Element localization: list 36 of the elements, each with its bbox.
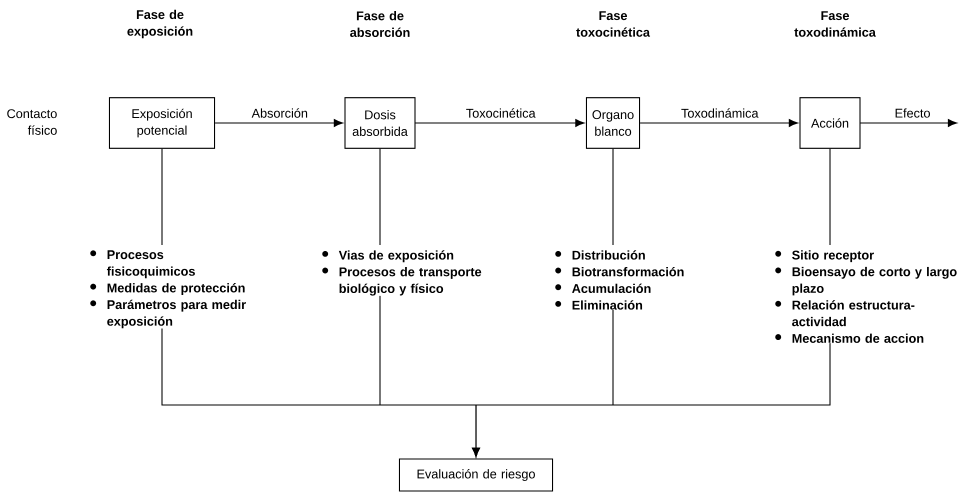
arrow: [640, 119, 798, 127]
process-box: Organo blanco: [586, 97, 640, 149]
edge-label: Efecto: [893, 107, 932, 119]
bullet-list: Sitio receptor Bioensayo de corto y largo plazo Relación estructura-actividad Mecanismo de accion: [775, 250, 957, 343]
node-label: Bioensayo de corto y largo plazo: [792, 266, 957, 296]
bullet-list: Procesos fisicoquimicos Medidas de protección Parámetros para medir exposición: [90, 250, 246, 328]
node-label: Mecanismo de accion: [792, 334, 924, 343]
edge-label: Absorción: [250, 106, 310, 120]
node-label: Vias de exposición: [338, 250, 454, 262]
arrow: [416, 119, 584, 127]
input-label: Contacto físico: [7, 109, 57, 135]
edge-label: Toxodinámica: [680, 106, 760, 120]
node-label: Procesos fisicoquimicos: [106, 250, 195, 278]
node-label: Medidas de protección: [108, 283, 245, 295]
phase-heading: Fase de absorción: [350, 11, 410, 37]
process-box: Evaluación de riesgo: [398, 458, 554, 492]
phase-heading: Fase de exposición: [127, 10, 192, 38]
arrow: [472, 343, 831, 457]
node-label: Eliminación: [572, 300, 642, 310]
process-box: Dosis absorbida: [344, 97, 416, 149]
phase-heading: Fase toxocinética: [576, 11, 650, 37]
edge-label: Toxocinética: [464, 106, 537, 120]
bullet-list: Distribución Biotransformación Acumulación Eliminación: [555, 250, 684, 310]
node-label: Procesos de transporte biológico y físico: [340, 267, 482, 296]
arrow: [860, 119, 958, 127]
process-box: Exposición potencial: [108, 97, 216, 149]
process-box: Acción: [799, 97, 861, 149]
node-label: Sitio receptor: [792, 250, 874, 262]
node-label: Acumulación: [572, 284, 650, 294]
node-label: Parámetros para medir exposición: [107, 300, 246, 328]
node-label: Biotransformación: [572, 266, 684, 276]
bullet-list: Vias de exposición Procesos de transporte biológico y físico: [322, 250, 482, 296]
node-label: Distribución: [572, 250, 645, 260]
phase-heading: Fase toxodinámica: [794, 11, 876, 37]
arrow: [215, 119, 343, 127]
node-label: Relación estructura-actividad: [792, 300, 914, 326]
